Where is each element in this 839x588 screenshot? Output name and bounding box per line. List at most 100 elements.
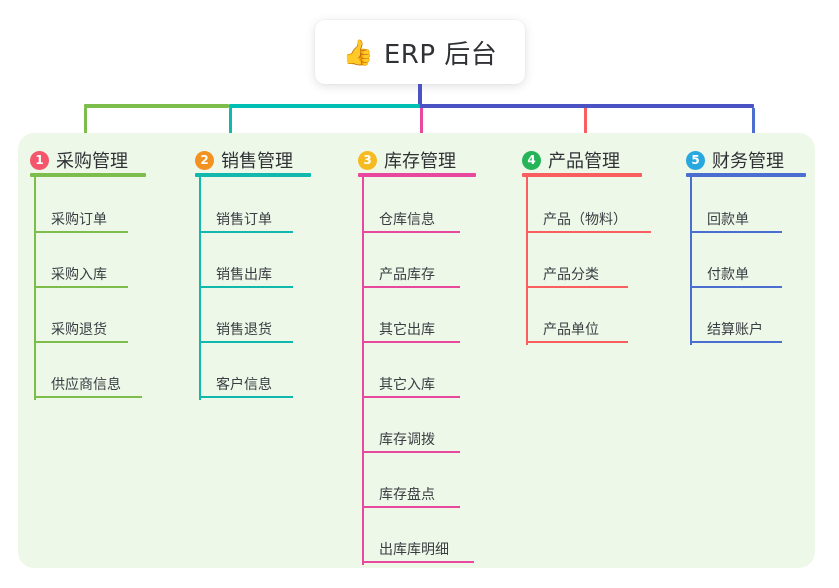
menu-item[interactable]: 其它入库 (362, 372, 460, 398)
menu-item-underline (34, 286, 128, 288)
menu-item[interactable]: 回款单 (690, 207, 782, 233)
menu-item-underline (362, 561, 474, 563)
menu-item[interactable]: 其它出库 (362, 317, 460, 343)
menu-item[interactable]: 销售订单 (199, 207, 293, 233)
root-stem-connector (418, 84, 422, 108)
category-title: 财务管理 (712, 151, 784, 172)
category-underline (522, 173, 642, 177)
category-index-badge: 5 (686, 150, 705, 170)
menu-item[interactable]: 产品单位 (526, 317, 628, 343)
menu-item-underline (526, 231, 651, 233)
category-spine (526, 175, 528, 345)
menu-item[interactable]: 产品库存 (362, 262, 460, 288)
menu-item-underline (526, 286, 628, 288)
category-header-2[interactable]: 2 销售管理 (195, 147, 293, 173)
menu-item-underline (34, 341, 128, 343)
menu-item-label: 产品（物料） (543, 212, 627, 228)
menu-item-underline (199, 396, 293, 398)
menu-item[interactable]: 产品（物料） (526, 207, 651, 233)
menu-item-label: 采购入库 (51, 267, 107, 283)
menu-item-label: 仓库信息 (379, 212, 435, 228)
menu-item[interactable]: 采购订单 (34, 207, 128, 233)
menu-item-underline (362, 231, 460, 233)
menu-item[interactable]: 库存调拨 (362, 427, 460, 453)
menu-item[interactable]: 结算账户 (690, 317, 782, 343)
menu-item-label: 其它出库 (379, 322, 435, 338)
menu-item-underline (362, 451, 460, 453)
menu-item[interactable]: 供应商信息 (34, 372, 142, 398)
menu-item-label: 回款单 (707, 212, 749, 228)
menu-item-underline (362, 396, 460, 398)
menu-item[interactable]: 出库库明细 (362, 537, 474, 563)
menu-item-label: 采购订单 (51, 212, 107, 228)
menu-item[interactable]: 销售退货 (199, 317, 293, 343)
branch-drop-connector-2 (229, 108, 232, 148)
menu-item-underline (34, 231, 128, 233)
category-title: 销售管理 (221, 151, 293, 172)
category-title: 库存管理 (384, 151, 456, 172)
category-header-5[interactable]: 5 财务管理 (686, 147, 784, 173)
branch-drop-connector-4 (584, 108, 587, 148)
category-title: 采购管理 (56, 151, 128, 172)
menu-item-underline (690, 341, 782, 343)
menu-item-underline (362, 506, 460, 508)
menu-item-label: 结算账户 (707, 322, 763, 338)
category-column-4: 4 产品管理产品（物料） 产品分类产品单位 (522, 133, 682, 568)
category-index-badge: 3 (358, 150, 377, 170)
menu-item[interactable]: 产品分类 (526, 262, 628, 288)
category-underline (358, 173, 476, 177)
menu-item-label: 产品单位 (543, 322, 599, 338)
category-spine (690, 175, 692, 345)
menu-item[interactable]: 采购入库 (34, 262, 128, 288)
menu-item-label: 出库库明细 (379, 542, 449, 558)
menu-item-label: 库存盘点 (379, 487, 435, 503)
thumbs-up-icon: 👍 (342, 37, 374, 67)
menu-item-label: 采购退货 (51, 322, 107, 338)
menu-item-underline (690, 286, 782, 288)
menu-item-label: 付款单 (707, 267, 749, 283)
menu-item-label: 其它入库 (379, 377, 435, 393)
category-spine (362, 175, 364, 565)
menu-item-label: 产品库存 (379, 267, 435, 283)
category-underline (195, 173, 311, 177)
menu-item-label: 产品分类 (543, 267, 599, 283)
branch-drop-connector-5 (752, 108, 755, 148)
category-column-3: 3 库存管理仓库信息产品库存其它出库其它入库库存调拨库存盘点出库库明细 (358, 133, 516, 568)
category-underline (30, 173, 146, 177)
menu-item-label: 销售出库 (216, 267, 272, 283)
category-title: 产品管理 (548, 151, 620, 172)
indigo-segment (420, 104, 754, 108)
menu-item[interactable]: 库存盘点 (362, 482, 460, 508)
menu-item-underline (690, 231, 782, 233)
menu-item-label: 销售退货 (216, 322, 272, 338)
menu-item-underline (199, 231, 293, 233)
menu-item-underline (526, 341, 628, 343)
menu-item[interactable]: 客户信息 (199, 372, 293, 398)
category-header-4[interactable]: 4 产品管理 (522, 147, 620, 173)
menu-item-underline (362, 341, 460, 343)
branch-drop-connector-3 (420, 108, 423, 148)
menu-item-label: 客户信息 (216, 377, 272, 393)
menu-item-underline (34, 396, 142, 398)
menu-item[interactable]: 销售出库 (199, 262, 293, 288)
category-header-3[interactable]: 3 库存管理 (358, 147, 456, 173)
menu-item-underline (199, 286, 293, 288)
menu-item-label: 库存调拨 (379, 432, 435, 448)
root-node-title: ERP 后台 (383, 39, 498, 70)
menu-item-underline (199, 341, 293, 343)
category-index-badge: 2 (195, 150, 214, 170)
green-segment (84, 104, 229, 108)
category-column-5: 5 财务管理回款单付款单结算账户 (686, 133, 839, 568)
menu-item-label: 供应商信息 (51, 377, 121, 393)
category-index-badge: 4 (522, 150, 541, 170)
menu-item[interactable]: 采购退货 (34, 317, 128, 343)
menu-item[interactable]: 仓库信息 (362, 207, 460, 233)
category-column-2: 2 销售管理销售订单销售出库销售退货客户信息 (195, 133, 351, 568)
category-underline (686, 173, 806, 177)
menu-item[interactable]: 付款单 (690, 262, 782, 288)
root-node[interactable]: 👍 ERP 后台 (315, 20, 525, 84)
